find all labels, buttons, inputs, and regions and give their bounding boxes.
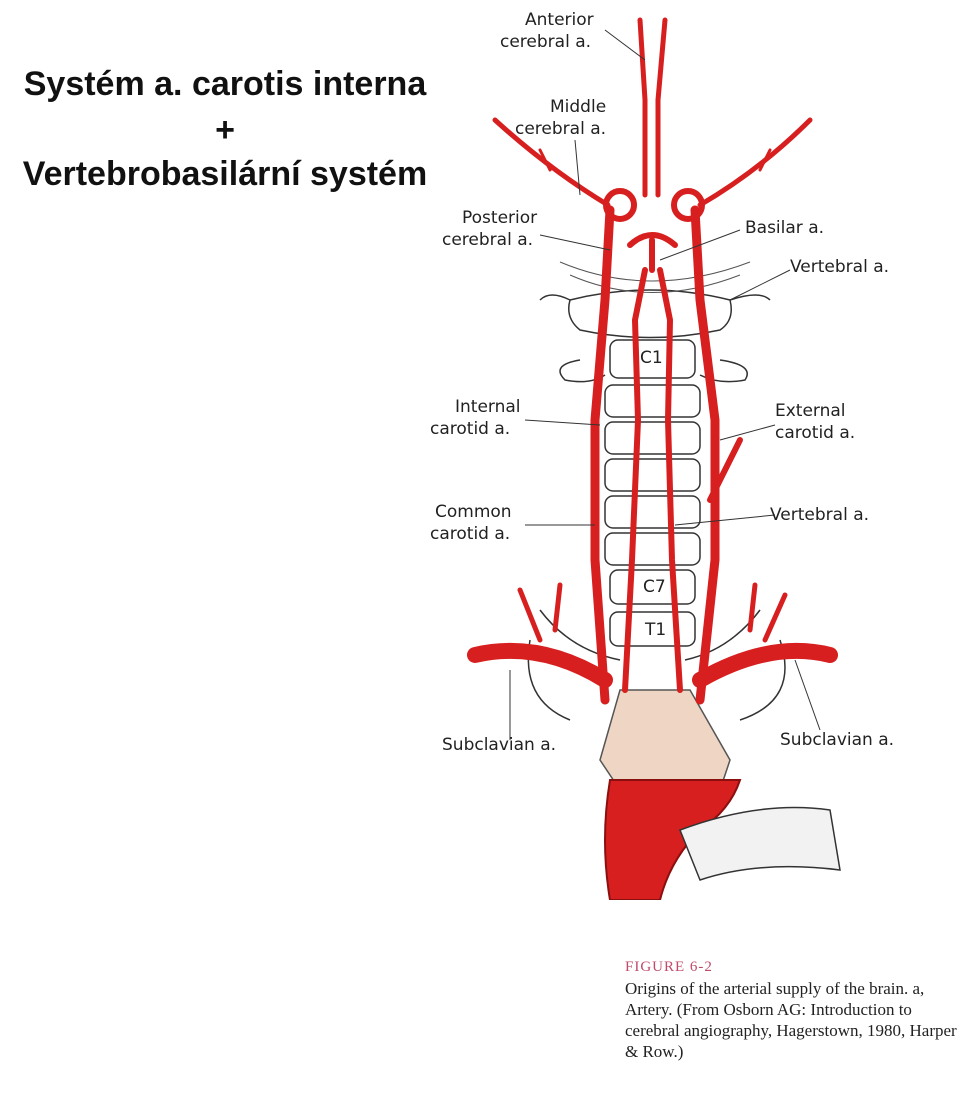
figure-caption-text: Origins of the arterial supply of the br… [625,979,957,1061]
label-vertebral-upper: Vertebral a. [790,257,890,277]
title-line-2: Vertebrobasilární systém [22,155,428,193]
aortic-root [599,689,731,791]
artery-network [467,17,838,705]
label-internal-carotid-1: Internal [455,397,521,417]
label-middle-cerebral-1: Middle [550,97,607,117]
figure-number: FIGURE 6-2 [625,959,713,975]
skull-base [559,261,751,293]
label-c7: C7 [643,577,666,597]
label-common-carotid-1: Common [435,502,512,522]
leader-lines [509,29,821,740]
label-vertebral-lower: Vertebral a. [770,505,870,525]
artery-drawing [467,17,841,901]
label-posterior-cerebral-1: Posterior [462,208,538,228]
label-external-carotid-2: carotid a. [775,423,856,443]
arterial-supply-diagram: Anterior cerebral a. Middle cerebral a. … [400,0,960,901]
title-plus: + [215,111,235,149]
label-anterior-cerebral-2: cerebral a. [500,32,592,52]
label-posterior-cerebral-2: cerebral a. [442,230,534,250]
label-c1: C1 [640,348,663,368]
label-basilar: Basilar a. [745,218,825,238]
label-subclavian-left: Subclavian a. [442,735,557,755]
label-internal-carotid-2: carotid a. [430,419,511,439]
label-middle-cerebral-2: cerebral a. [515,119,607,139]
trachea-tube [679,806,841,881]
figure-caption: FIGURE 6-2 Origins of the arterial suppl… [625,957,960,1062]
label-anterior-cerebral-1: Anterior [525,10,594,30]
label-common-carotid-2: carotid a. [430,524,511,544]
label-t1: T1 [645,620,667,640]
label-external-carotid-1: External [775,401,846,421]
title-line-1: Systém a. carotis interna [23,65,427,103]
aorta [604,779,742,901]
label-subclavian-right: Subclavian a. [780,730,895,750]
